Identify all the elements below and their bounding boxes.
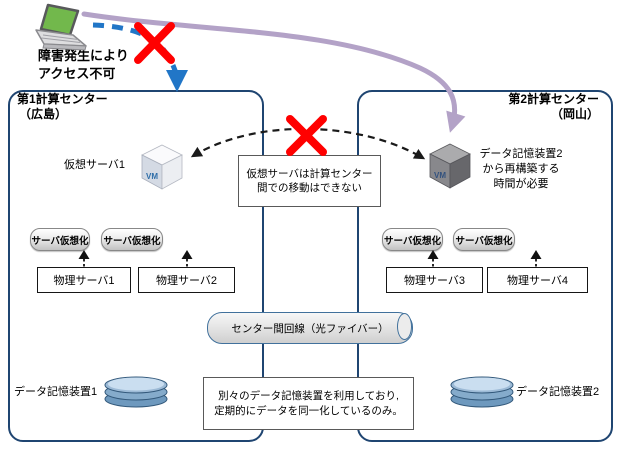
vm2-badge: VM bbox=[434, 171, 446, 180]
vm1-cube-icon: VM bbox=[141, 144, 183, 190]
virt-button-2: サーバ仮想化 bbox=[101, 228, 163, 251]
vm-move-note: 仮想サーバは計算センター 間での移動はできない bbox=[238, 155, 381, 207]
center1-title-line1: 第1計算センター bbox=[17, 92, 108, 106]
physical-server-1: 物理サーバ1 bbox=[37, 267, 131, 293]
access-failure-note-line2: アクセス不可 bbox=[38, 66, 116, 81]
storage-sync-note-line2: 定期的にデータを同一化しているのみ。 bbox=[214, 404, 403, 417]
physical-server-4: 物理サーバ4 bbox=[487, 267, 588, 293]
virt-button-3: サーバ仮想化 bbox=[382, 228, 443, 251]
interconnect-label: センター間回線（光ファイバー） bbox=[231, 322, 389, 335]
vm1-label: 仮想サーバ1 bbox=[64, 159, 126, 171]
center1-title-line2: （広島） bbox=[19, 107, 68, 121]
center2-box bbox=[357, 90, 613, 442]
rebuild-note-line1: データ記憶装置2 bbox=[479, 148, 563, 160]
storage2-label: データ記憶装置2 bbox=[516, 386, 600, 398]
migration-blocked-x-icon bbox=[286, 115, 327, 156]
physical-server-2: 物理サーバ2 bbox=[138, 267, 235, 293]
rebuild-note-line3: 時間が必要 bbox=[493, 178, 549, 190]
vm-move-note-line2: 間での移動はできない bbox=[257, 182, 362, 194]
virt-button-4: サーバ仮想化 bbox=[453, 228, 515, 251]
vm2-cube-icon: VM bbox=[429, 143, 471, 189]
virt-button-1: サーバ仮想化 bbox=[30, 228, 90, 251]
storage1-label: データ記憶装置1 bbox=[14, 386, 98, 398]
storage-sync-note: 別々のデータ記憶装置を利用しており, 定期的にデータを同一化しているのみ。 bbox=[203, 377, 414, 430]
center2-title: 第2計算センター （岡山） bbox=[508, 92, 599, 122]
rebuild-note: データ記憶装置2 から再構築する 時間が必要 bbox=[460, 147, 582, 192]
physical-server-3: 物理サーバ3 bbox=[386, 267, 483, 293]
center1-title: 第1計算センター （広島） bbox=[17, 92, 108, 122]
storage2-disk-icon bbox=[450, 376, 514, 408]
cylinder-cap-icon bbox=[397, 313, 412, 340]
vm1-badge: VM bbox=[146, 172, 158, 181]
laptop-icon bbox=[35, 3, 87, 51]
center2-title-line2: （岡山） bbox=[550, 107, 599, 121]
access-blocked-x-icon bbox=[134, 22, 175, 64]
interconnect-cylinder: センター間回線（光ファイバー） bbox=[207, 312, 413, 344]
center2-title-line1: 第2計算センター bbox=[508, 92, 599, 106]
storage1-disk-icon bbox=[104, 376, 168, 408]
vm-move-note-line1: 仮想サーバは計算センター bbox=[246, 167, 373, 180]
rebuild-note-line2: から再構築する bbox=[482, 163, 560, 175]
storage-sync-note-line1: 別々のデータ記憶装置を利用しており, bbox=[218, 390, 399, 402]
